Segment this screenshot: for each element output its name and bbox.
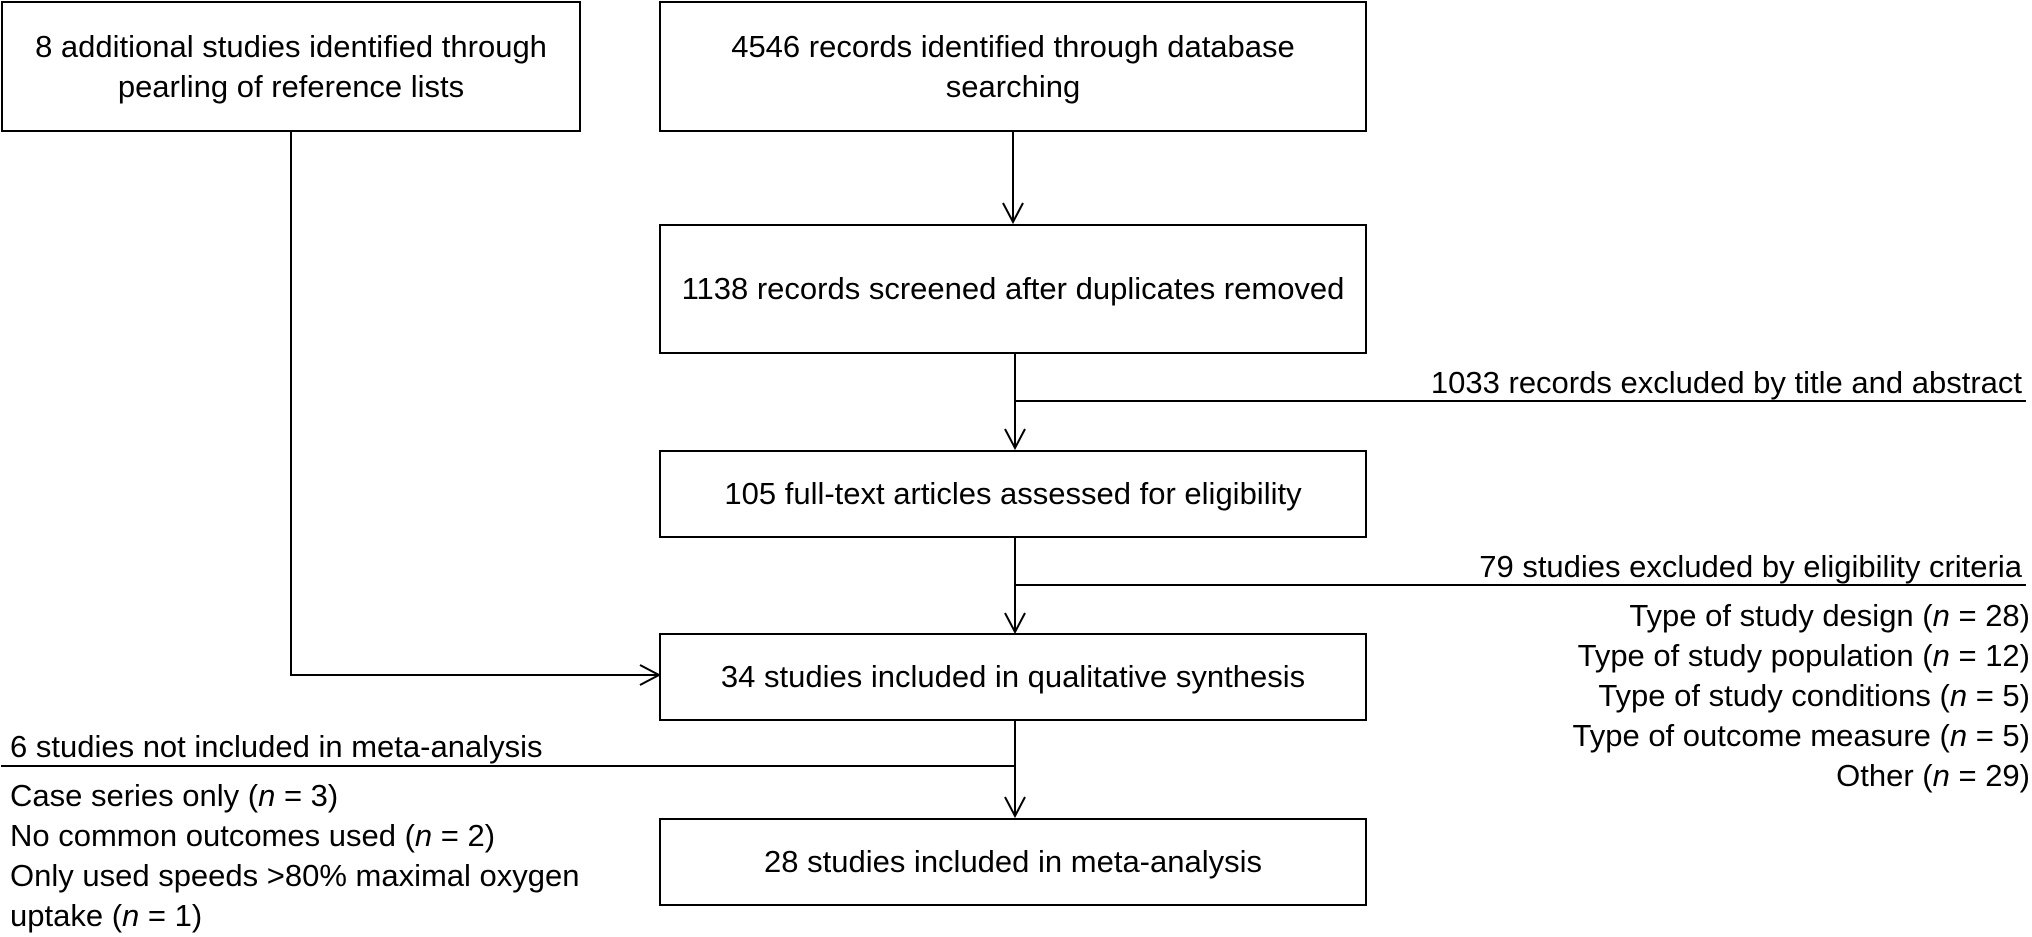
box-records-identified: 4546 records identified through database… [659, 1, 1367, 132]
exclusion-eligibility-heading-text: 79 studies excluded by eligibility crite… [1479, 549, 2022, 584]
exclusion-title-abstract-text: 1033 records excluded by title and abstr… [1430, 365, 2022, 400]
box-records-screened: 1138 records screened after duplicates r… [659, 224, 1367, 354]
exclusion-title-abstract: 1033 records excluded by title and abstr… [1431, 363, 2022, 403]
exclusion-eligibility-item: Type of study conditions (n = 5) [1598, 678, 2030, 713]
box-meta-analysis-text: 28 studies included in meta-analysis [764, 844, 1262, 879]
box-meta-analysis: 28 studies included in meta-analysis [659, 818, 1367, 906]
box-qualitative-synthesis: 34 studies included in qualitative synth… [659, 633, 1367, 721]
exclusion-meta-heading: 6 studies not included in meta-analysis [10, 727, 542, 767]
box-records-identified-text: 4546 records identified through database… [731, 28, 1295, 104]
exclusion-eligibility-item: Type of study design (n = 28) [1629, 598, 2030, 633]
exclusion-meta-item: uptake (n = 1) [10, 898, 203, 933]
exclusion-meta-item: No common outcomes used (n = 2) [10, 818, 496, 853]
exclusion-meta-item: Only used speeds >80% maximal oxygen [10, 858, 580, 893]
exclusion-meta-list: Case series only (n = 3) No common outco… [10, 776, 580, 936]
box-qualitative-synthesis-text: 34 studies included in qualitative synth… [720, 659, 1306, 694]
exclusion-meta-item: Case series only (n = 3) [10, 778, 339, 813]
exclusion-eligibility-list: Type of study design (n = 28) Type of st… [1573, 596, 2031, 796]
box-fulltext-assessed-text: 105 full-text articles assessed for elig… [724, 476, 1302, 511]
box-additional-studies-text: 8 additional studies identified through … [35, 28, 547, 104]
box-fulltext-assessed: 105 full-text articles assessed for elig… [659, 450, 1367, 538]
exclusion-meta-heading-text: 6 studies not included in meta-analysis [10, 729, 543, 764]
exclusion-eligibility-item: Type of study population (n = 12) [1577, 638, 2030, 673]
exclusion-eligibility-item: Other (n = 29) [1836, 758, 2030, 793]
exclusion-eligibility-heading: 79 studies excluded by eligibility crite… [1479, 547, 2022, 587]
box-additional-studies: 8 additional studies identified through … [1, 1, 581, 132]
box-records-screened-text: 1138 records screened after duplicates r… [681, 271, 1345, 306]
exclusion-eligibility-item: Type of outcome measure (n = 5) [1572, 718, 2031, 753]
